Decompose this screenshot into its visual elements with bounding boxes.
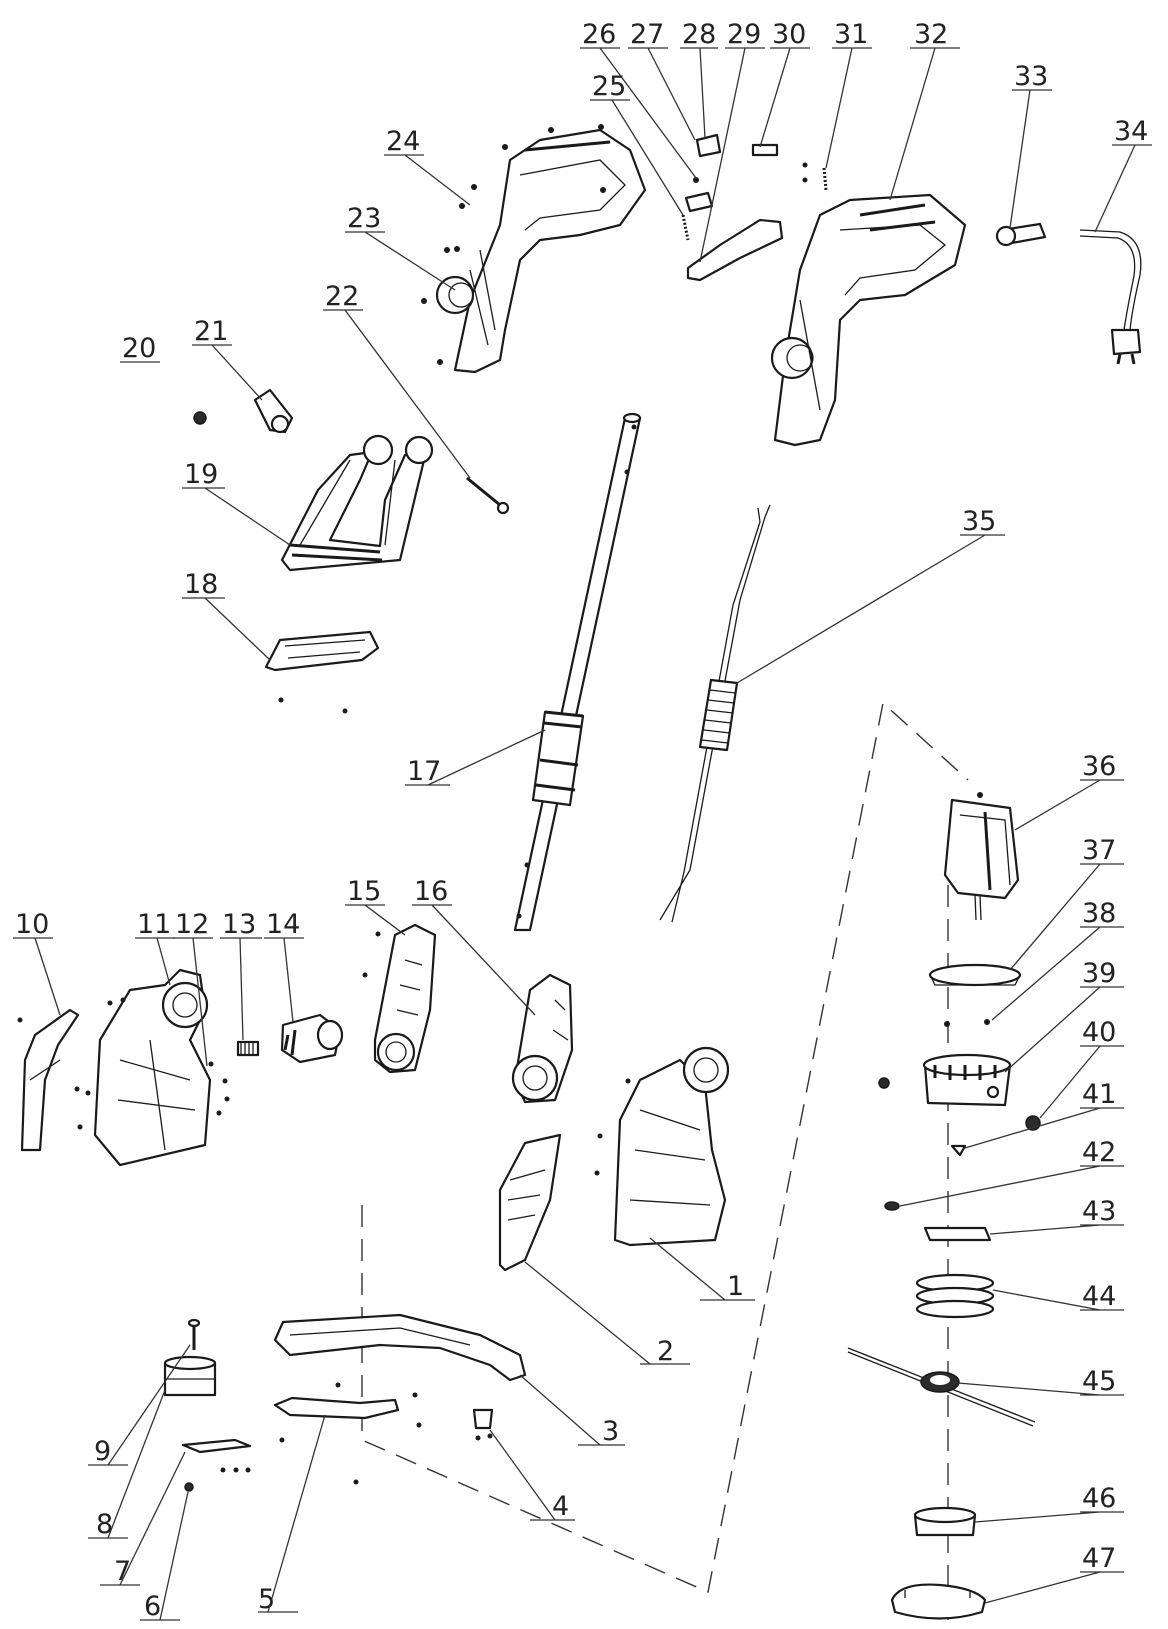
part-19-front-handle	[280, 434, 434, 572]
part-46-spool-cap	[913, 1506, 977, 1537]
label-44: 44	[1082, 1281, 1116, 1312]
part-3-guard	[273, 1313, 527, 1428]
label-35: 35	[962, 506, 996, 537]
part-20-nut	[193, 411, 207, 425]
label-47: 47	[1082, 1543, 1116, 1574]
part-30-switch-block	[751, 143, 779, 157]
label-46: 46	[1082, 1483, 1116, 1514]
label-41: 41	[1082, 1079, 1116, 1110]
label-25: 25	[592, 71, 626, 102]
part-11-motor-housing-left	[74, 968, 212, 1167]
label-29: 29	[727, 19, 761, 50]
part-13-spring	[236, 1040, 260, 1057]
label-5: 5	[258, 1584, 275, 1615]
part-24-screws	[421, 124, 606, 365]
label-34: 34	[1114, 116, 1148, 147]
label-31: 31	[834, 19, 868, 50]
part-21-knob	[253, 388, 294, 434]
part-17-shaft-tube	[513, 412, 642, 932]
part-12-screws	[208, 1061, 230, 1116]
label-43: 43	[1082, 1196, 1116, 1227]
label-8: 8	[96, 1509, 113, 1540]
part-8-spool-ring	[163, 1355, 217, 1397]
part-14-cable-clamp	[280, 1013, 344, 1064]
part-32-handle-right-half	[770, 193, 967, 447]
label-15: 15	[347, 876, 381, 907]
label-16: 16	[414, 876, 448, 907]
part-1-motor-housing-right	[594, 1046, 730, 1247]
label-30: 30	[772, 19, 806, 50]
part-42-pin	[884, 1201, 900, 1211]
part-5-guard-bracket	[273, 1396, 400, 1485]
label-2: 2	[657, 1336, 674, 1367]
label-3: 3	[602, 1416, 619, 1447]
label-13: 13	[222, 909, 256, 940]
part-39-spool-housing	[922, 1053, 1012, 1107]
label-45: 45	[1082, 1366, 1116, 1397]
part-45-line-spool	[847, 1347, 1036, 1427]
part-7-plate	[181, 1438, 252, 1473]
label-18: 18	[184, 569, 218, 600]
leader-lines	[13, 47, 1152, 1621]
label-42: 42	[1082, 1137, 1116, 1168]
label-38: 38	[1082, 898, 1116, 929]
label-27: 27	[630, 19, 664, 50]
part-18-handle-clamp	[264, 630, 380, 714]
part-31-spring	[802, 162, 828, 191]
part-6-screw	[184, 1482, 194, 1492]
part-28-switch	[695, 133, 722, 158]
label-10: 10	[15, 909, 49, 940]
parts	[17, 124, 1142, 1620]
part-38-screw	[984, 1019, 990, 1025]
part-37-motor-cover	[928, 963, 1022, 987]
part-29-trigger	[686, 218, 784, 282]
part-15-tube-clamp-left	[362, 923, 437, 1074]
label-17: 17	[407, 756, 441, 787]
label-14: 14	[266, 909, 300, 940]
part-2-handle-grip-cover	[498, 1133, 562, 1272]
part-47-cover	[890, 1583, 987, 1620]
label-6: 6	[144, 1591, 161, 1622]
part-4-line-cutter	[472, 1408, 494, 1441]
part-43-clip	[923, 1226, 992, 1242]
assembly-guides	[361, 701, 969, 1620]
label-20: 20	[122, 333, 156, 364]
part-10-guard-plate	[17, 1008, 80, 1152]
label-36: 36	[1082, 751, 1116, 782]
part-36-motor	[943, 792, 1020, 921]
label-9: 9	[94, 1436, 111, 1467]
label-7: 7	[114, 1556, 131, 1587]
part-22-bolt	[466, 476, 510, 515]
label-24: 24	[386, 126, 420, 157]
part-16-tube-clamp-right	[511, 973, 574, 1104]
label-32: 32	[914, 19, 948, 50]
label-37: 37	[1082, 835, 1116, 866]
part-26-27-switch-lever	[684, 177, 714, 213]
label-21: 21	[194, 316, 228, 347]
part-40-ball-left	[878, 1077, 890, 1089]
label-1: 1	[727, 1271, 744, 1302]
part-41-washer	[950, 1144, 967, 1157]
part-25-spring	[681, 214, 690, 241]
label-40: 40	[1082, 1017, 1116, 1048]
part-9-bolt	[187, 1318, 201, 1350]
label-39: 39	[1082, 958, 1116, 989]
label-22: 22	[325, 281, 359, 312]
label-4: 4	[552, 1491, 569, 1522]
part-24-handle-left-half	[435, 128, 647, 374]
part-35-motor-wires	[659, 504, 771, 923]
label-26: 26	[582, 19, 616, 50]
label-19: 19	[184, 459, 218, 490]
part-33-cord-guard	[995, 222, 1047, 247]
label-23: 23	[347, 203, 381, 234]
part-44-spring	[915, 1273, 995, 1319]
label-12: 12	[175, 909, 209, 940]
part-labels: 1 2 3 4 5 6 7 8 9 10 11 12 13 14 15 16 1…	[15, 19, 1148, 1622]
part-34-power-cord	[1079, 229, 1142, 365]
part-38-screw-2	[944, 1021, 950, 1027]
label-33: 33	[1014, 61, 1048, 92]
label-11: 11	[137, 909, 171, 940]
label-28: 28	[682, 19, 716, 50]
